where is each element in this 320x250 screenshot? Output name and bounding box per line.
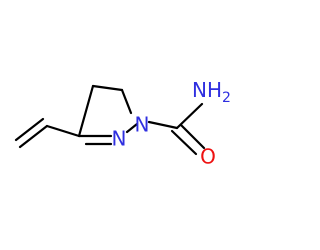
structure-diagram: N N O NH2 <box>14 78 231 169</box>
atom-nh2-main: NH <box>192 78 222 102</box>
bond-co-1 <box>170 129 198 156</box>
bond-c4-c5 <box>91 84 124 92</box>
atom-n1-label: N <box>135 113 150 137</box>
bond-co-2 <box>179 123 206 150</box>
bond-vinyl-double-2 <box>14 117 45 142</box>
atom-n2-label: N <box>112 127 127 151</box>
atom-nh2-subscript: 2 <box>222 90 231 106</box>
bond-c3-c4 <box>77 84 95 138</box>
atom-o-label: O <box>200 145 216 169</box>
bond-vinyl-double-1 <box>18 124 49 149</box>
atom-nh2-label: NH2 <box>192 78 231 106</box>
bond-n1-carbonyl <box>147 120 179 130</box>
bond-c3-vinyl <box>45 124 81 138</box>
bond-n2-n1 <box>125 122 139 134</box>
bond-c5-n1 <box>120 88 133 115</box>
molecule-canvas: N N O NH2 <box>14 78 231 169</box>
